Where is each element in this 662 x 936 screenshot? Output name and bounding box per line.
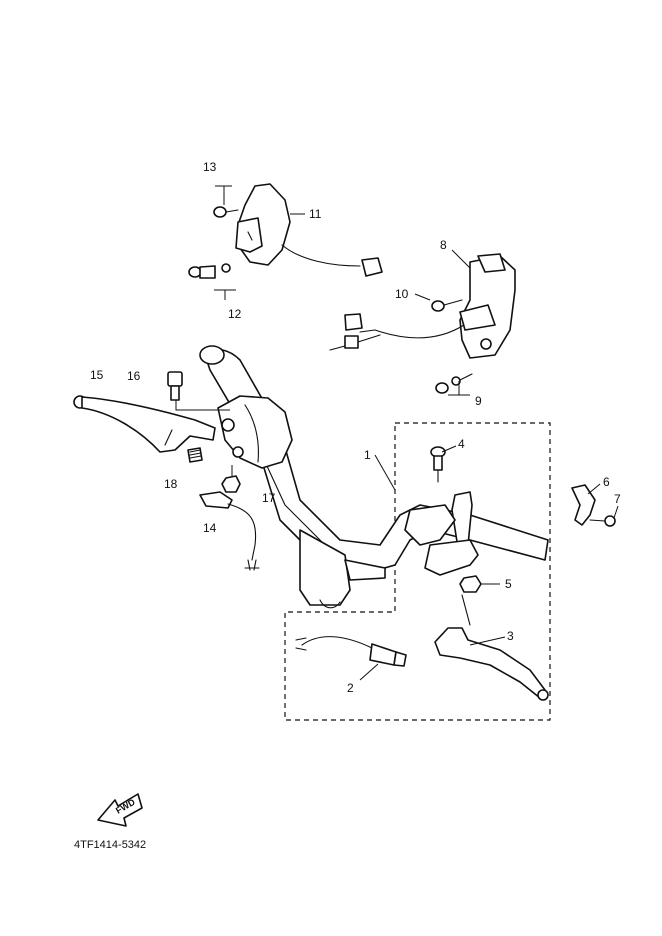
callout-18: 18 <box>164 477 178 491</box>
callout-6: 6 <box>603 475 610 489</box>
callout-3: 3 <box>507 629 514 643</box>
left-handlebar-switch <box>235 183 383 277</box>
bolt-4 <box>430 445 457 483</box>
fwd-arrow-icon: FWD <box>97 793 143 827</box>
callout-14: 14 <box>203 521 217 535</box>
callout-4: 4 <box>458 437 465 451</box>
callout-9: 9 <box>475 394 482 408</box>
callout-12: 12 <box>228 307 242 321</box>
leader-1 <box>374 454 396 491</box>
assembly-outline-right <box>284 422 551 721</box>
callout-10: 10 <box>395 287 409 301</box>
callout-1: 1 <box>364 448 371 462</box>
screw-12 <box>188 263 236 300</box>
screw-18 <box>187 447 203 463</box>
right-brake-lever <box>434 594 549 701</box>
left-lever-holder <box>217 395 293 469</box>
screw-7 <box>589 505 619 527</box>
callout-13: 13 <box>203 160 217 174</box>
screw-10 <box>414 293 463 312</box>
callout-7: 7 <box>614 492 621 506</box>
screw-9 <box>435 373 473 396</box>
callout-8: 8 <box>440 238 447 252</box>
callout-15: 15 <box>90 368 104 382</box>
callout-5: 5 <box>505 577 512 591</box>
nut-17 <box>221 465 241 493</box>
callout-11: 11 <box>309 207 322 221</box>
callout-16: 16 <box>127 369 141 383</box>
callout-17: 17 <box>262 491 276 505</box>
screw-13 <box>213 185 239 218</box>
callout-2: 2 <box>347 681 354 695</box>
left-brake-lever <box>73 395 216 453</box>
diagram-code: 4TF1414-5342 <box>74 839 146 851</box>
brake-switch-14 <box>199 491 260 571</box>
holder-6 <box>571 483 601 526</box>
brake-switch-2 <box>295 636 407 681</box>
bolt-16 <box>167 371 230 411</box>
nut-5 <box>459 575 500 593</box>
right-lever-holder <box>404 491 479 576</box>
right-handlebar-switch <box>329 249 516 359</box>
